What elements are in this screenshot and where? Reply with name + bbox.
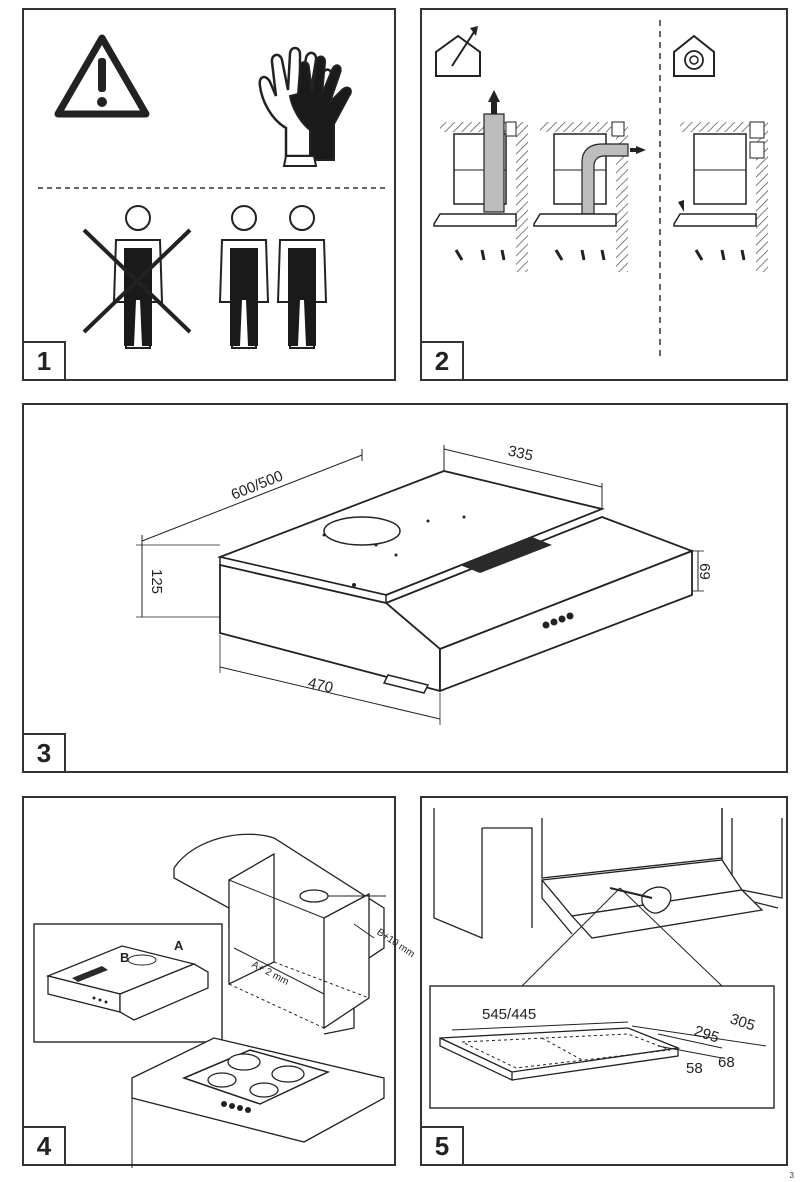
scene-external-vertical	[433, 90, 528, 272]
two-persons-icon	[218, 205, 328, 349]
page-mark: 3	[789, 1171, 794, 1180]
dim-58: 58	[686, 1060, 703, 1077]
panel-5-drawing	[429, 808, 783, 1109]
dim-68: 68	[718, 1054, 735, 1071]
panel-4: A B A+ 2 mm B+10 mm 4	[22, 796, 416, 1168]
panel-2: 2	[420, 8, 788, 381]
panel-number: 2	[420, 341, 464, 381]
dim-height: 125	[148, 568, 166, 595]
panel-3: 600/500 335 125 69 470 3	[22, 403, 788, 773]
recirculation-icon	[673, 34, 715, 77]
external-exhaust-icon	[435, 26, 481, 77]
dim-width: 545/445	[482, 1006, 537, 1023]
hob	[181, 1049, 331, 1113]
panel-number: 5	[420, 1126, 464, 1166]
panel-number: 4	[22, 1126, 66, 1166]
dim-front-height: 69	[695, 563, 713, 580]
panel-4-drawing	[33, 833, 386, 1168]
panel-5: 545/445 305 295 68 58 5	[420, 796, 788, 1166]
hand-pencil-icon	[609, 886, 672, 914]
panel-2-drawing	[433, 20, 768, 360]
warning-triangle-icon	[54, 34, 150, 118]
panel-1-drawing	[38, 34, 386, 349]
single-person-crossed-icon	[82, 205, 192, 349]
panel-3-drawing	[136, 445, 704, 725]
scene-recirculation	[673, 121, 768, 272]
panel-number: 3	[22, 733, 66, 773]
label-a: A	[174, 938, 184, 953]
panel-number: 1	[22, 341, 66, 381]
vent-grille	[460, 537, 552, 573]
panel-1: 1	[22, 8, 396, 381]
control-knobs	[542, 612, 574, 629]
gloves-icon	[258, 46, 352, 167]
label-b: B	[120, 950, 130, 965]
scene-external-horizontal	[533, 121, 646, 272]
